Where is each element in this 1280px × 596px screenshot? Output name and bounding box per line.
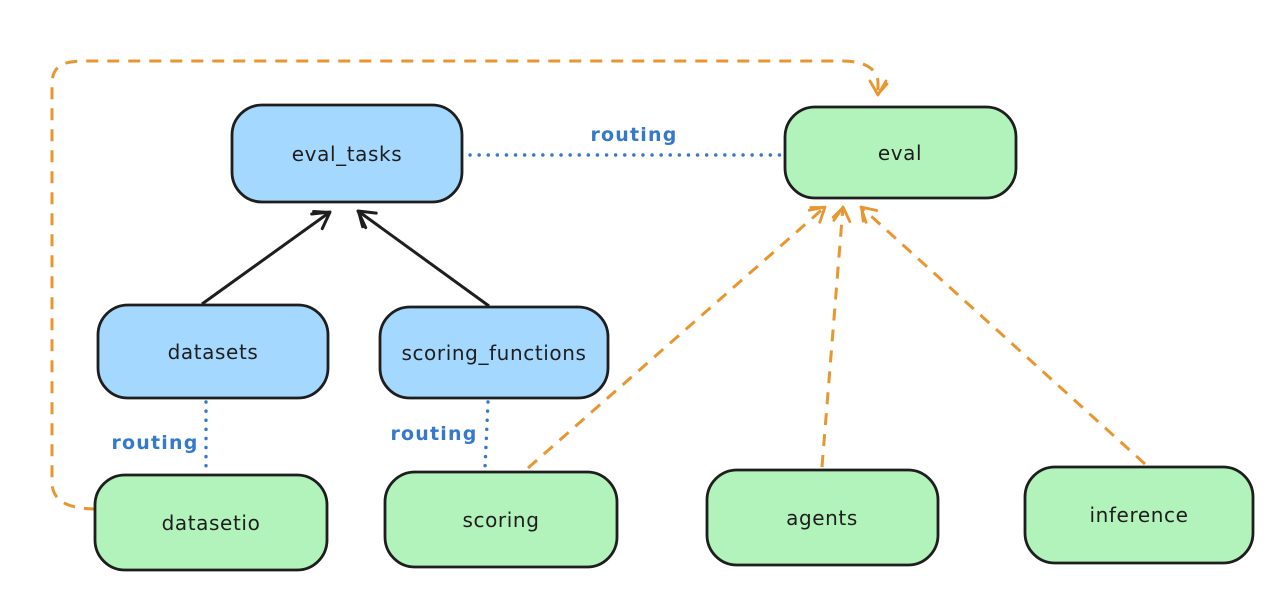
node-eval: eval <box>783 105 1018 200</box>
node-agents-label: agents <box>786 506 858 530</box>
edge-scoring-to-eval-dashed-arrow <box>527 205 827 470</box>
node-scoring-label: scoring <box>462 508 539 532</box>
edge-scoring-functions-to-scoring-dotted <box>483 400 490 470</box>
node-eval-tasks-label: eval_tasks <box>292 142 402 166</box>
node-datasets-label: datasets <box>168 340 259 364</box>
routing-label-datasetio: routing <box>111 432 198 454</box>
edge-inference-to-eval-dashed-arrow <box>859 205 1147 466</box>
node-scoring-box <box>383 470 619 569</box>
node-eval-box <box>783 105 1018 200</box>
node-datasetio-box <box>93 473 329 572</box>
node-inference-label: inference <box>1089 503 1188 527</box>
edge-datasetio-to-eval-dashed-arrow <box>50 59 889 511</box>
node-scoring: scoring <box>383 470 619 569</box>
node-datasets: datasets <box>96 303 330 400</box>
node-agents-box <box>705 468 940 567</box>
routing-label-top: routing <box>590 124 677 146</box>
node-scoring-functions-label: scoring_functions <box>401 341 586 365</box>
node-eval-tasks: eval_tasks <box>230 103 464 204</box>
node-inference: inference <box>1023 465 1255 565</box>
edge-scoring-functions-to-eval-tasks-arrow <box>356 209 490 308</box>
node-scoring-functions: scoring_functions <box>378 305 610 400</box>
node-inference-box <box>1023 465 1255 565</box>
node-datasetio-label: datasetio <box>162 511 261 535</box>
node-eval-label: eval <box>878 141 922 165</box>
routing-label-scoring: routing <box>390 423 477 445</box>
node-scoring-functions-box <box>378 305 610 400</box>
edge-layer <box>50 59 1147 511</box>
node-datasets-box <box>96 303 330 400</box>
edge-agents-to-eval-dashed-arrow <box>820 205 852 468</box>
node-agents: agents <box>705 468 940 567</box>
node-eval-tasks-box <box>230 103 464 204</box>
edge-datasets-to-eval-tasks-arrow <box>201 209 332 306</box>
node-datasetio: datasetio <box>93 473 329 572</box>
